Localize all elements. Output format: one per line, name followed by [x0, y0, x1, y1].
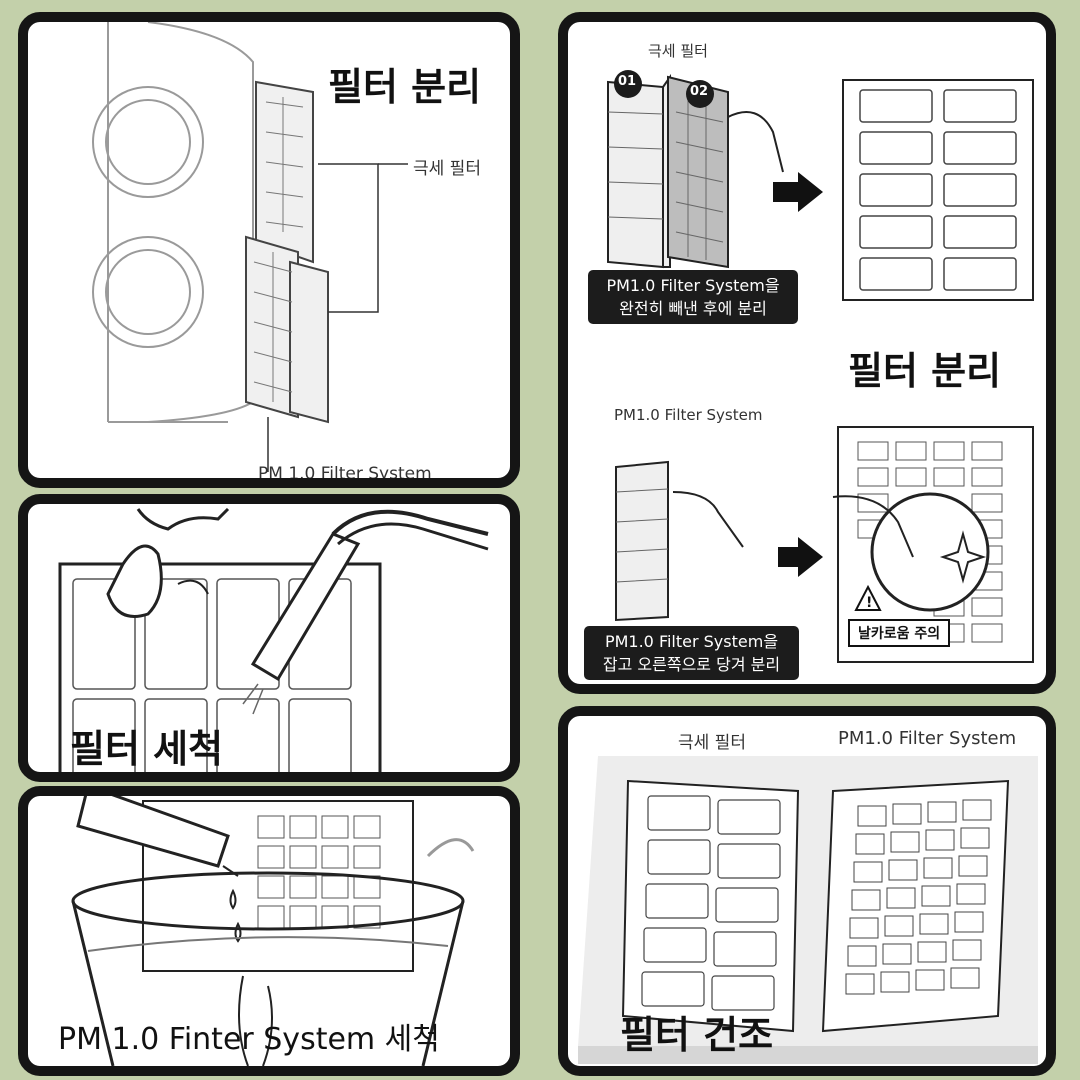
filter-dry-illustration	[578, 756, 1038, 1064]
instruction-2-line1: PM1.0 Filter System을	[604, 632, 779, 651]
panel-filter-wash: 필터 세척	[18, 494, 520, 782]
instruction-2-line2: 잡고 오른쪽으로 당겨 분리	[602, 655, 781, 674]
detergent-bottle-icon	[76, 796, 230, 868]
badge-02	[686, 80, 714, 108]
panel-title: 필터 분리	[328, 65, 482, 109]
panel-filter-dry: 극세 필터 PM1.0 Filter System 필터 건조	[558, 706, 1056, 1076]
panel-filter-separation-steps: ! 극세 필터 01 02 PM1.0 Filter System을 완전히 빼…	[558, 12, 1056, 694]
hand-illustration	[727, 111, 784, 173]
badge-01	[614, 70, 642, 98]
panel-title: 필터 분리	[848, 349, 1002, 393]
pm-filter-label: PM1.0 Filter System	[838, 728, 1017, 749]
fine-filter-label: 극세 필터	[678, 733, 746, 753]
vacuum-hose-icon	[331, 509, 489, 536]
badge-02-label: 02	[690, 84, 709, 99]
svg-text:!: !	[866, 595, 872, 611]
panel-title: PM 1.0 Finter System 세척	[58, 1022, 440, 1057]
instruction-box-2: PM1.0 Filter System을 잡고 오른쪽으로 당겨 분리	[584, 626, 799, 680]
top-fine-filter-caption: 극세 필터	[648, 42, 708, 60]
warning-icon	[854, 584, 882, 611]
water-splash-icon	[106, 544, 163, 618]
zoom-circle	[870, 492, 990, 612]
panel-filter-separation: 필터 분리 극세 필터 PM 1.0 Filter System	[18, 12, 520, 488]
instruction-1-line1: PM1.0 Filter System을	[606, 276, 780, 295]
air-purifier-illustration	[92, 22, 408, 472]
fine-filter-label: 극세 필터	[413, 159, 481, 179]
bucket-icon	[71, 900, 465, 1066]
instruction-box-1: PM1.0 Filter System을 완전히 빼낸 후에 분리	[588, 270, 798, 324]
arrow-icon-2	[778, 537, 823, 577]
panel-title: 필터 건조	[620, 1013, 774, 1057]
hand-illustration-3	[832, 495, 914, 558]
pm-filter-label: PM 1.0 Filter System	[258, 464, 432, 484]
panel-pm-wash: PM 1.0 Finter System 세척	[18, 786, 520, 1076]
hand-illustration-2	[672, 491, 744, 548]
pm-system-caption: PM1.0 Filter System	[614, 406, 763, 424]
sharp-warning-label: 날카로움 주의	[848, 619, 951, 647]
instruction-1-line2: 완전히 빼낸 후에 분리	[619, 299, 767, 318]
badge-01-label: 01	[618, 74, 637, 89]
pm-wash-illustration	[71, 796, 475, 1066]
filter-wash-illustration	[58, 507, 489, 772]
sparkle-icon	[939, 530, 987, 584]
vacuum-nozzle-icon	[250, 532, 361, 682]
faucet-icon	[136, 507, 230, 531]
arrow-icon	[773, 172, 823, 212]
panel-title: 필터 세척	[70, 727, 224, 771]
